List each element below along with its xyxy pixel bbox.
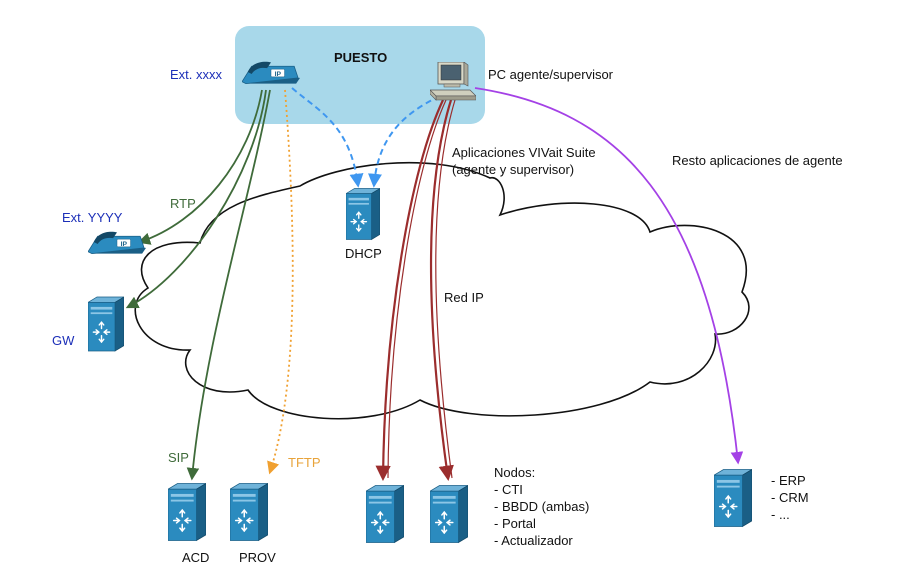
dhcp-line-pc — [368, 95, 441, 188]
app-line-node-2 — [429, 99, 454, 482]
resto-apps-line — [474, 87, 744, 465]
puesto-box — [235, 26, 485, 124]
pc-agente-label: PC agente/supervisor — [488, 67, 614, 82]
tftp-line — [267, 89, 294, 475]
puesto-label: PUESTO — [334, 50, 387, 65]
dhcp-server-icon — [346, 187, 380, 241]
acd-label: ACD — [182, 550, 209, 565]
nodos-item-bbdd: - BBDD (ambas) — [494, 499, 589, 514]
sip-label: SIP — [168, 450, 189, 465]
apps-item-crm: - CRM — [771, 490, 809, 505]
nodos-item-portal: - Portal — [494, 516, 536, 531]
ext-yyyy-phone-icon — [88, 231, 146, 255]
ext-yyyy-label: Ext. YYYY — [62, 210, 123, 225]
app-line-node-1b — [387, 99, 447, 479]
apps-server-icon — [714, 468, 752, 528]
rtp-label: RTP — [170, 196, 196, 211]
resto-aplicaciones-label: Resto aplicaciones de agente — [672, 153, 843, 168]
aplicaciones-label-line1: Aplicaciones VIVait Suite — [452, 145, 596, 160]
red-ip-cloud-icon — [134, 161, 750, 420]
prov-server-icon — [230, 482, 268, 542]
rtp-line-gw — [125, 89, 267, 309]
node-server-icon-2 — [430, 484, 468, 544]
nodos-item-cti: - CTI — [494, 482, 523, 497]
acd-server-icon — [168, 482, 206, 542]
nodos-title: Nodos: — [494, 465, 535, 480]
connections — [125, 87, 744, 482]
dhcp-label: DHCP — [345, 246, 382, 261]
gw-server-icon — [88, 296, 124, 352]
dhcp-line-phone — [291, 87, 364, 188]
rtp-line-ext-yyyy — [137, 89, 263, 245]
apps-item-erp: - ERP — [771, 473, 806, 488]
aplicaciones-label-line2: (agente y supervisor) — [452, 162, 574, 177]
nodos-item-actualizador: - Actualizador — [494, 533, 573, 548]
node-server-icon-1 — [366, 484, 404, 544]
sip-line-acd — [186, 89, 271, 481]
tftp-label: TFTP — [288, 455, 321, 470]
red-ip-label: Red IP — [444, 290, 484, 305]
prov-label: PROV — [239, 550, 276, 565]
ext-xxxx-label: Ext. xxxx — [170, 67, 223, 82]
app-line-node-2b — [435, 99, 456, 479]
app-line-node-1 — [375, 99, 444, 482]
apps-item-more: - ... — [771, 507, 790, 522]
gw-label: GW — [52, 333, 75, 348]
